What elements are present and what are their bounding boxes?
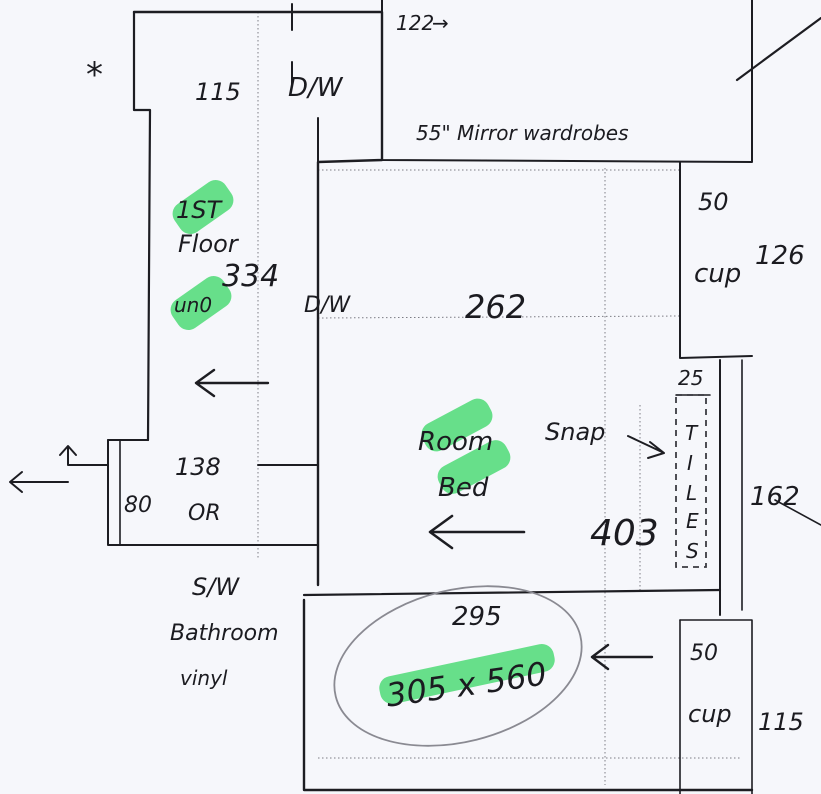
arrow-right-icon: → [432, 11, 449, 35]
room-depth-403: 403 [590, 513, 659, 554]
bathroom-note-line2: Bathroom [170, 621, 279, 646]
room-width-262: 262 [465, 288, 526, 326]
side-dimension-162: 162 [750, 482, 800, 512]
tiles-letter: L [686, 481, 697, 505]
top-left-width-dimension: 115 [195, 78, 241, 106]
cupboard-top-label: cup [694, 259, 741, 289]
cupboard-top-number: 50 [698, 188, 729, 216]
highlighter-stroke [172, 180, 234, 234]
tiles-letter: E [686, 509, 699, 533]
cupboard-bottom-label: cup [688, 700, 732, 728]
tiles-letter: I [687, 451, 693, 475]
floor-area-value: 334 [222, 259, 279, 294]
tiles-letter: T [685, 421, 699, 445]
tiles-strip [675, 394, 707, 568]
highlighter-stroke [379, 644, 555, 704]
bathroom-note-line1: S/W [192, 573, 240, 601]
floor-label-line2: Floor [178, 230, 240, 258]
dishwasher-label-top: D/W [288, 73, 344, 103]
bathroom-note-line3: vinyl [180, 666, 228, 690]
cupboard-top-dimension: 126 [755, 241, 805, 271]
arrow-left-icon [590, 643, 654, 671]
room-label-line1: Room [418, 427, 493, 457]
arrow-left-icon [194, 368, 270, 398]
highlighter-stroke [421, 398, 493, 452]
door-dimension-top: 138 [175, 453, 221, 481]
exit-arrow-icon [9, 445, 109, 493]
dishwasher-label-mid: D/W [304, 293, 351, 318]
arrow-left-icon [428, 514, 526, 550]
star-mark: * [86, 55, 103, 95]
cupboard-bottom-dimension: 115 [758, 708, 804, 736]
walls [107, 0, 821, 794]
size-circle [333, 585, 583, 747]
cupboard-bottom-number: 50 [690, 641, 718, 666]
room-label-line2: Bed [438, 473, 489, 503]
door-label: OR [188, 501, 221, 526]
snap-label: Snap [545, 418, 605, 446]
tiles-letter: S [686, 539, 699, 563]
floor-area-unit: un0 [174, 293, 212, 317]
mirror-wardrobes-label: 55" Mirror wardrobes [416, 121, 629, 145]
arrow-down-right-icon [627, 435, 665, 459]
tiles-strip-dimension: 25 [678, 366, 703, 390]
room-width-295: 295 [452, 602, 502, 632]
highlighter-stroke [437, 440, 511, 494]
floor-label-line1: 1ST [176, 196, 224, 224]
door-dimension-left: 80 [124, 493, 152, 518]
highlighter-stroke [170, 276, 232, 330]
top-width-dimension: 122 [396, 11, 434, 35]
